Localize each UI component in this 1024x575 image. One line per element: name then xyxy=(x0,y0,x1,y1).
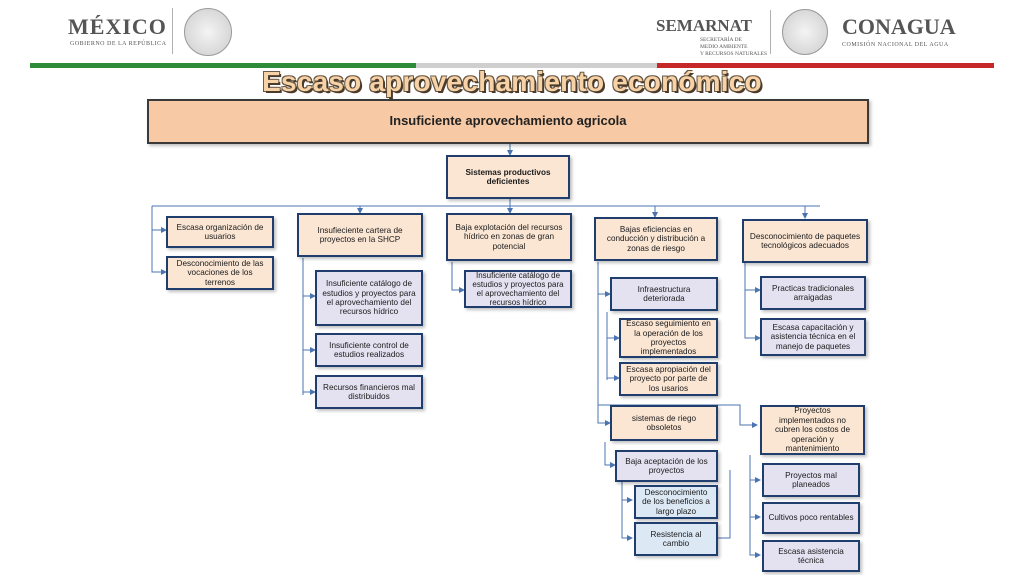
level1-box: Sistemas productivos deficientes xyxy=(446,155,570,199)
c4-riego-sub1b-box: Resistencia al cambio xyxy=(634,522,718,556)
conagua-sub: COMISIÓN NACIONAL DEL AGUA xyxy=(842,42,949,48)
flag-stripe xyxy=(30,63,994,68)
c4-proy-sub1-box: Proyectos mal planeados xyxy=(762,463,860,497)
c4-proy-box: Proyectos implementados no cubren los co… xyxy=(760,405,865,455)
c2-sub3-box: Recursos financieros mal distribuidos xyxy=(315,375,423,409)
c4-infra-sub2-box: Escasa apropiación del proyecto por part… xyxy=(619,362,718,396)
logo-divider xyxy=(770,10,771,54)
c4-head-box: Bajas eficiencias en conducción y distri… xyxy=(594,217,718,261)
c4-infra-box: Infraestructura deteriorada xyxy=(610,277,718,311)
mexico-seal-icon xyxy=(184,8,232,56)
c4-riego-sub1-box: Baja aceptación de los proyectos xyxy=(615,450,718,482)
semarnat-label: SEMARNAT xyxy=(656,16,753,35)
c2-sub2-box: Insuficiente control de estudios realiza… xyxy=(315,333,423,367)
root-problem-box: Insuficiente aprovechamiento agricola xyxy=(147,99,869,144)
c5-sub1-box: Practicas tradicionales arraigadas xyxy=(760,276,866,310)
semarnat-sub2: MEDIO AMBIENTE xyxy=(700,44,748,50)
mexico-label: MÉXICO xyxy=(68,14,167,39)
stripe-red xyxy=(656,63,994,68)
semarnat-seal-icon xyxy=(782,9,828,55)
c2-sub1-box: Insuficiente catálogo de estudios y proy… xyxy=(315,270,423,326)
semarnat-sub3: Y RECURSOS NATURALES xyxy=(700,51,768,57)
c4-riego-sub1a-box: Desconocimiento de los beneficios a larg… xyxy=(634,485,718,519)
c1-sub1-box: Desconocimiento de las vocaciones de los… xyxy=(166,256,274,290)
c5-head-box: Desconocimiento de paquetes tecnológicos… xyxy=(742,219,868,263)
c4-infra-sub1-box: Escaso seguimiento en la operación de lo… xyxy=(619,318,718,358)
stripe-green xyxy=(30,63,416,68)
mexico-sub: GOBIERNO DE LA REPÚBLICA xyxy=(70,41,167,47)
logo-divider xyxy=(172,8,173,54)
slide-title: Escaso aprovechamiento económico xyxy=(262,66,762,97)
stripe-white xyxy=(415,63,657,68)
c1-head-box: Escasa organización de usuarios xyxy=(166,216,274,248)
c3-head-box: Baja explotación del recursos hídrico en… xyxy=(446,213,572,261)
c3-sub1-box: Insuficiente catálogo de estudios y proy… xyxy=(464,270,572,308)
c4-proy-sub2-box: Cultivos poco rentables xyxy=(762,502,860,534)
semarnat-sub1: SECRETARÍA DE xyxy=(700,37,742,43)
c4-riego-box: sistemas de riego obsoletos xyxy=(610,405,718,441)
c4-proy-sub3-box: Escasa asistencia técnica xyxy=(762,540,860,572)
conagua-label: CONAGUA xyxy=(842,14,956,39)
c5-sub2-box: Escasa capacitación y asistencia técnica… xyxy=(760,318,866,356)
c2-head-box: Insufieciente cartera de proyectos en la… xyxy=(297,213,423,257)
